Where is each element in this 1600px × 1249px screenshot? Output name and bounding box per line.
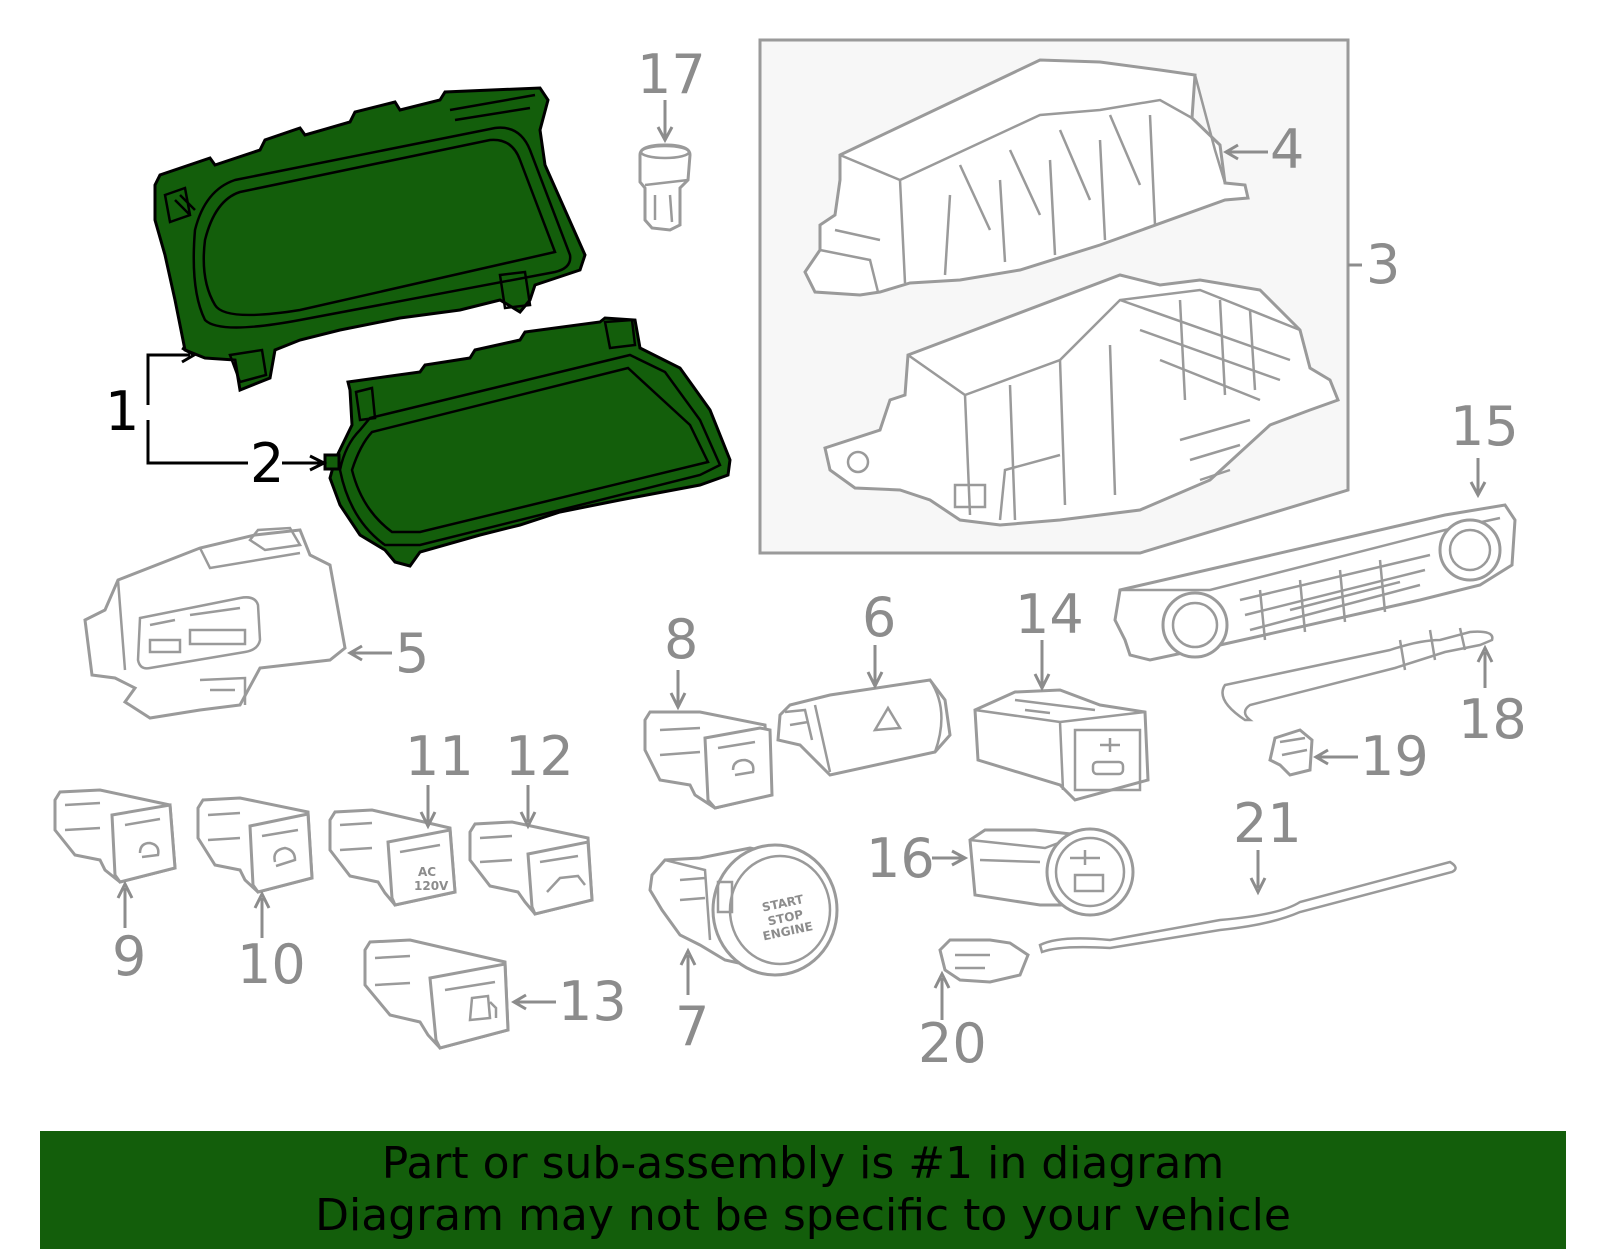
callout-10: 10 [237, 933, 306, 996]
leader-18 [1476, 644, 1494, 688]
hvac-case-part-4[interactable] [803, 58, 1250, 297]
switch-part-13[interactable] [363, 938, 510, 1050]
leader-13 [511, 993, 556, 1011]
combination-meter-part-1[interactable] [153, 86, 587, 393]
leader-14 [1033, 640, 1051, 692]
ac-voltage-label: 120V [414, 879, 449, 893]
switch-module-part-5[interactable] [83, 526, 347, 720]
callout-17: 17 [637, 43, 706, 106]
banner-line-2: Diagram may not be specific to your vehi… [315, 1190, 1291, 1241]
leader-21 [1249, 850, 1267, 896]
leader-12 [519, 785, 537, 830]
switch-part-8[interactable] [643, 710, 774, 810]
bulb-part-17[interactable] [638, 143, 692, 232]
leader-4 [1223, 143, 1268, 161]
callout-19: 19 [1360, 725, 1429, 788]
switch-part-12[interactable] [468, 820, 594, 916]
sensor-part-19[interactable] [1268, 728, 1314, 777]
leader-11 [419, 785, 437, 830]
callout-20: 20 [918, 1012, 987, 1075]
callout-21: 21 [1233, 792, 1302, 855]
callout-16: 16 [866, 827, 935, 890]
callout-12: 12 [505, 725, 574, 788]
callout-15: 15 [1450, 395, 1519, 458]
hose-part-18[interactable] [1221, 627, 1494, 722]
leader-7 [679, 947, 697, 995]
callout-6: 6 [862, 586, 896, 649]
banner-line-1: Part or sub-assembly is #1 in diagram [381, 1138, 1225, 1189]
hvac-assembly-part-3[interactable] [758, 38, 1350, 555]
ac-outlet-switch-part-11[interactable]: AC 120V [328, 808, 457, 907]
callout-5: 5 [395, 622, 429, 685]
leader-6 [866, 645, 884, 690]
leader-15 [1469, 458, 1487, 499]
callout-7: 7 [675, 995, 709, 1058]
callout-14: 14 [1015, 583, 1084, 646]
callout-9: 9 [112, 925, 146, 988]
leader-19 [1313, 748, 1358, 766]
callout-2: 2 [250, 432, 284, 495]
socket-part-16[interactable] [968, 827, 1135, 917]
callout-3: 3 [1366, 233, 1400, 296]
start-stop-switch-part-7[interactable]: START STOP ENGINE [648, 843, 839, 977]
ac-label: AC [418, 865, 436, 879]
heater-control-part-15[interactable] [1113, 503, 1517, 662]
leader-20 [933, 970, 951, 1020]
leader-17 [656, 100, 674, 144]
leader-lines-1-2 [146, 346, 328, 472]
leader-9 [116, 880, 134, 928]
callout-4: 4 [1270, 118, 1304, 181]
leader-16 [932, 849, 969, 867]
switch-part-10[interactable] [196, 796, 314, 894]
callout-11: 11 [405, 725, 474, 788]
leader-10 [253, 890, 271, 938]
callout-18: 18 [1458, 688, 1527, 751]
callout-8: 8 [664, 608, 698, 671]
wire-part-21[interactable] [1038, 860, 1457, 954]
callout-13: 13 [558, 970, 627, 1033]
switch-part-9[interactable] [53, 788, 177, 884]
connector-part-20[interactable] [938, 938, 1030, 984]
usb-port-part-14[interactable] [973, 688, 1150, 802]
leader-5 [347, 644, 392, 662]
leader-8 [669, 670, 687, 711]
callout-1: 1 [105, 380, 139, 443]
meter-glass-part-2[interactable] [323, 316, 732, 568]
notice-banner: Part or sub-assembly is #1 in diagram Di… [40, 1131, 1566, 1249]
hazard-switch-part-6[interactable] [776, 678, 952, 777]
